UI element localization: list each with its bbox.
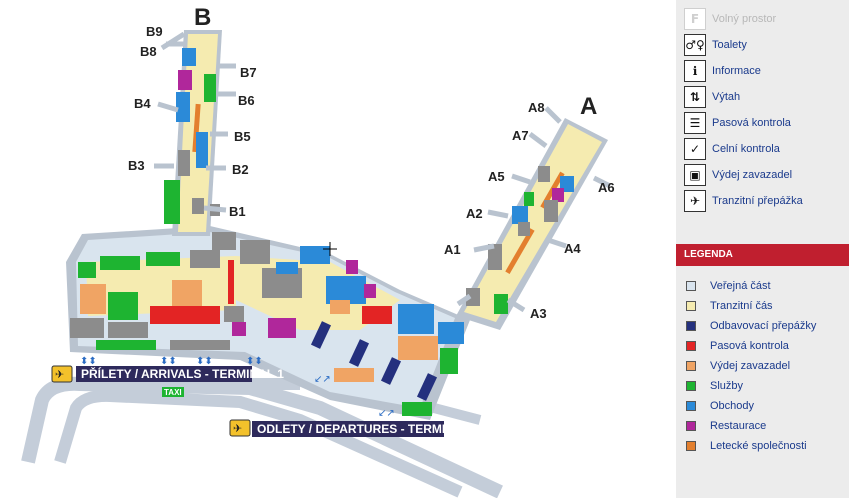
facility-blocks <box>70 48 574 416</box>
svg-text:⬍⬍: ⬍⬍ <box>80 356 97 367</box>
legend-swatch <box>686 321 696 331</box>
symbol-item-baggage-claim[interactable]: ▣ Výdej zavazadel <box>684 162 849 188</box>
check-in-desks <box>310 321 438 401</box>
symbol-label: Pasová kontrola <box>712 117 791 129</box>
free-space-icon: F <box>684 8 706 30</box>
legend-swatch <box>686 421 696 431</box>
legend-item: Restaurace <box>686 416 849 436</box>
departures-banner[interactable]: ✈ ODLETY / DEPARTURES - TERMINAL 1 <box>229 419 480 437</box>
gate-b2[interactable]: B2 <box>232 162 249 177</box>
entrance-arrows: ⬍⬍ ⬍⬍ ⬍⬍ ⬍⬍ ↙↗ ↙↗ <box>80 356 395 419</box>
symbol-label: Výdej zavazadel <box>712 169 793 181</box>
arrivals-banner[interactable]: ✈ PŘÍLETY / ARRIVALS - TERMINAL 1 <box>51 365 284 383</box>
svg-text:↙↗: ↙↗ <box>378 408 395 419</box>
gate-b7[interactable]: B7 <box>240 65 257 80</box>
symbol-item-elevator[interactable]: ⇅ Výtah <box>684 84 849 110</box>
gate-a6[interactable]: A6 <box>598 180 615 195</box>
gate-a3[interactable]: A3 <box>530 306 547 321</box>
legend-label: Služby <box>710 380 744 392</box>
taxi-badge: TAXI <box>162 387 184 397</box>
legend-item: Veřejná část <box>686 276 849 296</box>
svg-text:⬍⬍: ⬍⬍ <box>196 356 213 367</box>
legend-swatch <box>686 341 696 351</box>
gate-a5[interactable]: A5 <box>488 169 505 184</box>
legend-item: Obchody <box>686 396 849 416</box>
svg-text:↙↗: ↙↗ <box>314 374 331 385</box>
legend-item: Služby <box>686 376 849 396</box>
svg-text:⬍⬍: ⬍⬍ <box>246 356 263 367</box>
arrivals-label: PŘÍLETY / ARRIVALS - TERMINAL 1 <box>81 366 284 381</box>
gate-b4[interactable]: B4 <box>134 96 151 111</box>
symbol-list: F Volný prostor ♂♀ Toalety ℹ Informace ⇅… <box>676 0 849 214</box>
legend-swatch <box>686 301 696 311</box>
legend-swatch <box>686 361 696 371</box>
symbol-label: Volný prostor <box>712 13 777 25</box>
gate-b9[interactable]: B9 <box>146 24 163 39</box>
symbol-label: Výtah <box>712 91 741 103</box>
pier-a-label: A <box>580 93 597 120</box>
symbol-label: Informace <box>712 65 761 77</box>
legend-item: Letecké společnosti <box>686 436 849 456</box>
legend-item: Tranzitní čás <box>686 296 849 316</box>
symbol-item-passport-control[interactable]: ☰ Pasová kontrola <box>684 110 849 136</box>
symbol-item-toilets[interactable]: ♂♀ Toalety <box>684 32 849 58</box>
crosshair-cursor-icon <box>323 242 337 256</box>
gate-a1[interactable]: A1 <box>444 242 461 257</box>
gate-b8[interactable]: B8 <box>140 44 157 59</box>
legend-item: Výdej zavazadel <box>686 356 849 376</box>
pier-b-label: B <box>194 4 211 31</box>
departures-label: ODLETY / DEPARTURES - TERMINAL 1 <box>257 422 480 436</box>
symbol-label: Toalety <box>712 39 747 51</box>
departures-plane-icon: ✈ <box>233 422 242 435</box>
terminal-map[interactable]: B A B9 B8 B7 B6 B4 B5 B3 B2 B1 A8 A7 A5 … <box>0 0 670 498</box>
elevator-icon: ⇅ <box>684 86 706 108</box>
transit-desk-icon: ✈ <box>684 190 706 212</box>
legend-label: Letecké společnosti <box>710 440 807 452</box>
legend-swatch <box>686 401 696 411</box>
legend-swatch <box>686 441 696 451</box>
legend-label: Veřejná část <box>710 280 771 292</box>
legend-label: Obchody <box>710 400 755 412</box>
gate-b3[interactable]: B3 <box>128 158 145 173</box>
passport-control-icon: ☰ <box>684 112 706 134</box>
symbol-item-customs[interactable]: ✓ Celní kontrola <box>684 136 849 162</box>
legend-label: Odbavovací přepážky <box>710 320 817 332</box>
legend-title: LEGENDA <box>676 244 849 266</box>
symbol-label: Tranzitní přepážka <box>712 195 803 207</box>
legend-swatch <box>686 281 696 291</box>
gate-a8[interactable]: A8 <box>528 100 545 115</box>
gate-a2[interactable]: A2 <box>466 206 483 221</box>
information-icon: ℹ <box>684 60 706 82</box>
gate-b6[interactable]: B6 <box>238 93 255 108</box>
gate-a7[interactable]: A7 <box>512 128 529 143</box>
taxi-label: TAXI <box>164 388 182 397</box>
svg-text:⬍⬍: ⬍⬍ <box>160 356 177 367</box>
legend-item: Pasová kontrola <box>686 336 849 356</box>
legend-list: Veřejná část Tranzitní čás Odbavovací př… <box>676 270 849 456</box>
legend-label: Tranzitní čás <box>710 300 773 312</box>
customs-icon: ✓ <box>684 138 706 160</box>
symbol-label: Celní kontrola <box>712 143 780 155</box>
legend-label: Pasová kontrola <box>710 340 789 352</box>
symbol-item-transit-desk[interactable]: ✈ Tranzitní přepážka <box>684 188 849 214</box>
legend-item: Odbavovací přepážky <box>686 316 849 336</box>
gate-a4[interactable]: A4 <box>564 241 581 256</box>
baggage-claim-icon: ▣ <box>684 164 706 186</box>
arrivals-plane-icon: ✈ <box>55 368 64 381</box>
legend-label: Výdej zavazadel <box>710 360 791 372</box>
toilets-icon: ♂♀ <box>684 34 706 56</box>
gate-b5[interactable]: B5 <box>234 129 251 144</box>
jet-bridges <box>154 31 612 313</box>
symbol-item-information[interactable]: ℹ Informace <box>684 58 849 84</box>
symbol-item-free-space[interactable]: F Volný prostor <box>684 6 849 32</box>
legend-swatch <box>686 381 696 391</box>
gate-b1[interactable]: B1 <box>229 204 246 219</box>
legend-label: Restaurace <box>710 420 767 432</box>
